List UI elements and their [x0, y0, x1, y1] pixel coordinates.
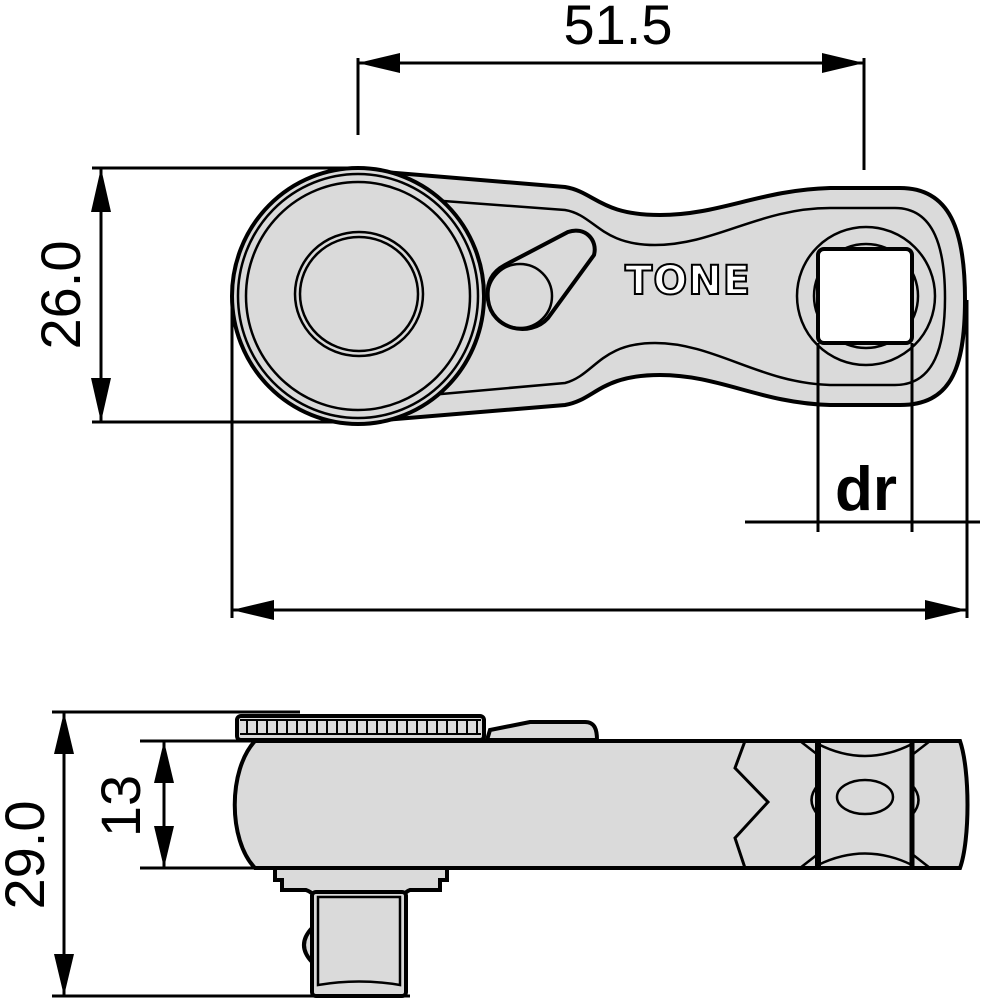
arrowhead-up [91, 168, 111, 212]
arrowhead-right [822, 53, 864, 73]
ratchet-head-ring-inner [244, 180, 472, 412]
socket-bulge-right [911, 784, 920, 816]
socket-detent-ellipse [835, 778, 895, 816]
socket-curve-bottom [817, 852, 913, 867]
switch-lever-side [484, 720, 600, 742]
handle-taper-line [733, 740, 771, 869]
dimension-label-260: 26.0 [29, 241, 92, 350]
arrowhead-up [54, 712, 74, 754]
wrench-handle-outline [358, 167, 968, 425]
wrench-handle-inner-contour [429, 198, 947, 397]
socket-chamfer [911, 853, 931, 869]
dimension-label-290: 29.0 [0, 801, 56, 910]
drive-socket-inner-ring [812, 242, 920, 350]
socket-bulge-left [810, 784, 819, 816]
direction-switch-pivot [486, 262, 554, 330]
square-drive-hole [816, 247, 914, 345]
side-view: 29.0 13 [0, 710, 970, 998]
arrowhead-down [54, 954, 74, 996]
arrowhead-down [91, 378, 111, 422]
quick-release-button [298, 235, 420, 353]
brand-mark: TONE [625, 258, 751, 304]
top-view: 51.5 26.0 TONE dr [29, 0, 980, 620]
detent-ball [302, 922, 314, 968]
dimension-label-13: 13 [89, 775, 152, 837]
socket-chamfer [911, 740, 931, 756]
arrowhead-up [154, 741, 174, 783]
ratchet-head-ring [236, 172, 480, 420]
dimension-label-dr: dr [835, 455, 897, 524]
socket-curve-top [817, 742, 913, 758]
dimension-label-515: 51.5 [564, 0, 673, 56]
quick-release-button-outer [293, 230, 425, 358]
arrowhead-right [925, 600, 967, 620]
arrowhead-left [232, 600, 274, 620]
socket-chamfer [799, 740, 819, 756]
square-drive-face [316, 895, 402, 987]
socket-chamfer [799, 853, 819, 869]
drive-socket-outer-ring [795, 225, 937, 367]
arrowhead-left [358, 53, 400, 73]
wrench-body-side [232, 739, 970, 870]
arrowhead-down [154, 826, 174, 868]
knurling-pattern [240, 719, 481, 735]
ratchet-head [230, 166, 486, 426]
